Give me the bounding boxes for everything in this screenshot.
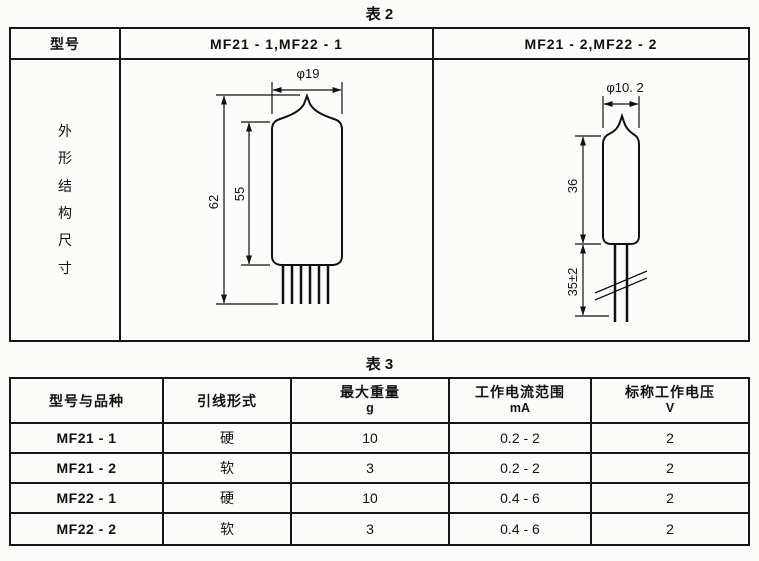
- table-row-cell-current: 0.4 - 6: [450, 484, 592, 514]
- table2-drawing-cell-right: φ10. 2 36 35±2: [434, 60, 748, 340]
- max-weight-unit: g: [366, 401, 374, 416]
- max-weight-header-text: 最大重量 g: [340, 384, 400, 417]
- table2-drawing-cell-left: φ19 55 62: [121, 60, 434, 340]
- dim-label-body-length: 55: [232, 187, 247, 201]
- table3-caption: 表 3: [365, 356, 394, 373]
- table-row-cell-current: 0.2 - 2: [450, 424, 592, 454]
- tube-leads: [613, 244, 629, 322]
- table-row-cell-lead: 硬: [164, 484, 292, 514]
- table2-header-mf21-2: MF21 - 2,MF22 - 2: [434, 29, 748, 60]
- voltage-unit: V: [665, 401, 675, 416]
- current-range-title: 工作电流范围: [475, 383, 565, 400]
- tube-body-small: [602, 112, 640, 245]
- tube-body: [270, 93, 343, 266]
- dim-label-diameter: φ19: [296, 66, 319, 81]
- table-row-cell-voltage: 2: [592, 484, 748, 514]
- table3-header-voltage: 标称工作电压 V: [592, 379, 748, 424]
- tube-outline-drawing-left: φ19 55 62: [206, 66, 343, 305]
- drawing-right-wrap: φ10. 2 36 35±2: [491, 60, 691, 340]
- dim-label-diameter-small: φ10. 2: [606, 80, 643, 95]
- tube-outline-drawing-right: φ10. 2 36 35±2: [565, 80, 648, 322]
- table-row-cell-weight: 10: [292, 424, 450, 454]
- lead-break-marks: [594, 270, 648, 301]
- table-row-cell-model: MF22 - 2: [11, 514, 164, 544]
- dim-label-overall-length: 62: [206, 195, 221, 209]
- table-row-cell-voltage: 2: [666, 521, 674, 537]
- table2: 型号 MF21 - 1,MF22 - 1 MF21 - 2,MF22 - 2 外…: [9, 27, 750, 342]
- table-row-cell-weight: 3: [292, 514, 450, 544]
- table3: 型号与品种 引线形式 最大重量 g 工作电流范围 mA 标称工作电压 V MF2…: [9, 377, 750, 546]
- dim-label-lead-length: 35±2: [565, 268, 580, 297]
- table2-header-model: 型号: [11, 29, 121, 60]
- current-range-header-text: 工作电流范围 mA: [475, 384, 565, 417]
- dimension-diameter-small: [602, 96, 640, 128]
- dimension-body-length: [240, 121, 270, 266]
- dim-label-body-length-small: 36: [565, 179, 580, 193]
- voltage-title: 标称工作电压: [625, 383, 715, 400]
- table3-header-lead-type: 引线形式: [164, 379, 292, 424]
- table-row-cell-voltage: 2: [592, 454, 748, 484]
- current-range-unit: mA: [509, 401, 531, 416]
- table3-header-max-weight: 最大重量 g: [292, 379, 450, 424]
- outline-dimensions-label: 外形结构尺寸: [58, 123, 72, 276]
- table2-caption: 表 2: [365, 6, 394, 23]
- table-row-cell-lead: 软: [164, 454, 292, 484]
- table-row-cell-current: 0.2 - 2: [450, 454, 592, 484]
- table-row-cell-model: MF21 - 1: [11, 424, 164, 454]
- table-row-cell-current: 0.4 - 6: [450, 514, 592, 544]
- voltage-header-text: 标称工作电压 V: [625, 384, 715, 417]
- table2-rowlabel-cell: 外形结构尺寸: [11, 60, 121, 340]
- dimension-overall-length: [215, 94, 300, 305]
- table-row-cell-lead: 软: [164, 514, 292, 544]
- table-row-cell-voltage: 2: [592, 424, 748, 454]
- table-row-cell-model: MF22 - 1: [11, 484, 164, 514]
- table-row-cell-lead: 硬: [164, 424, 292, 454]
- dimension-lead-length: [575, 244, 609, 317]
- max-weight-title: 最大重量: [340, 383, 400, 400]
- table3-header-model: 型号与品种: [11, 379, 164, 424]
- table3-header-current-range: 工作电流范围 mA: [450, 379, 592, 424]
- tube-pins: [281, 265, 329, 304]
- table-row-cell-weight: 10: [292, 484, 450, 514]
- table2-header-mf21-1: MF21 - 1,MF22 - 1: [121, 29, 434, 60]
- dimension-diameter: [270, 82, 343, 114]
- table-row-cell-weight: 3: [292, 454, 450, 484]
- drawing-left-wrap: φ19 55 62: [152, 60, 402, 340]
- table-row-cell-model: MF21 - 2: [11, 454, 164, 484]
- dimension-body-length-small: [575, 135, 601, 245]
